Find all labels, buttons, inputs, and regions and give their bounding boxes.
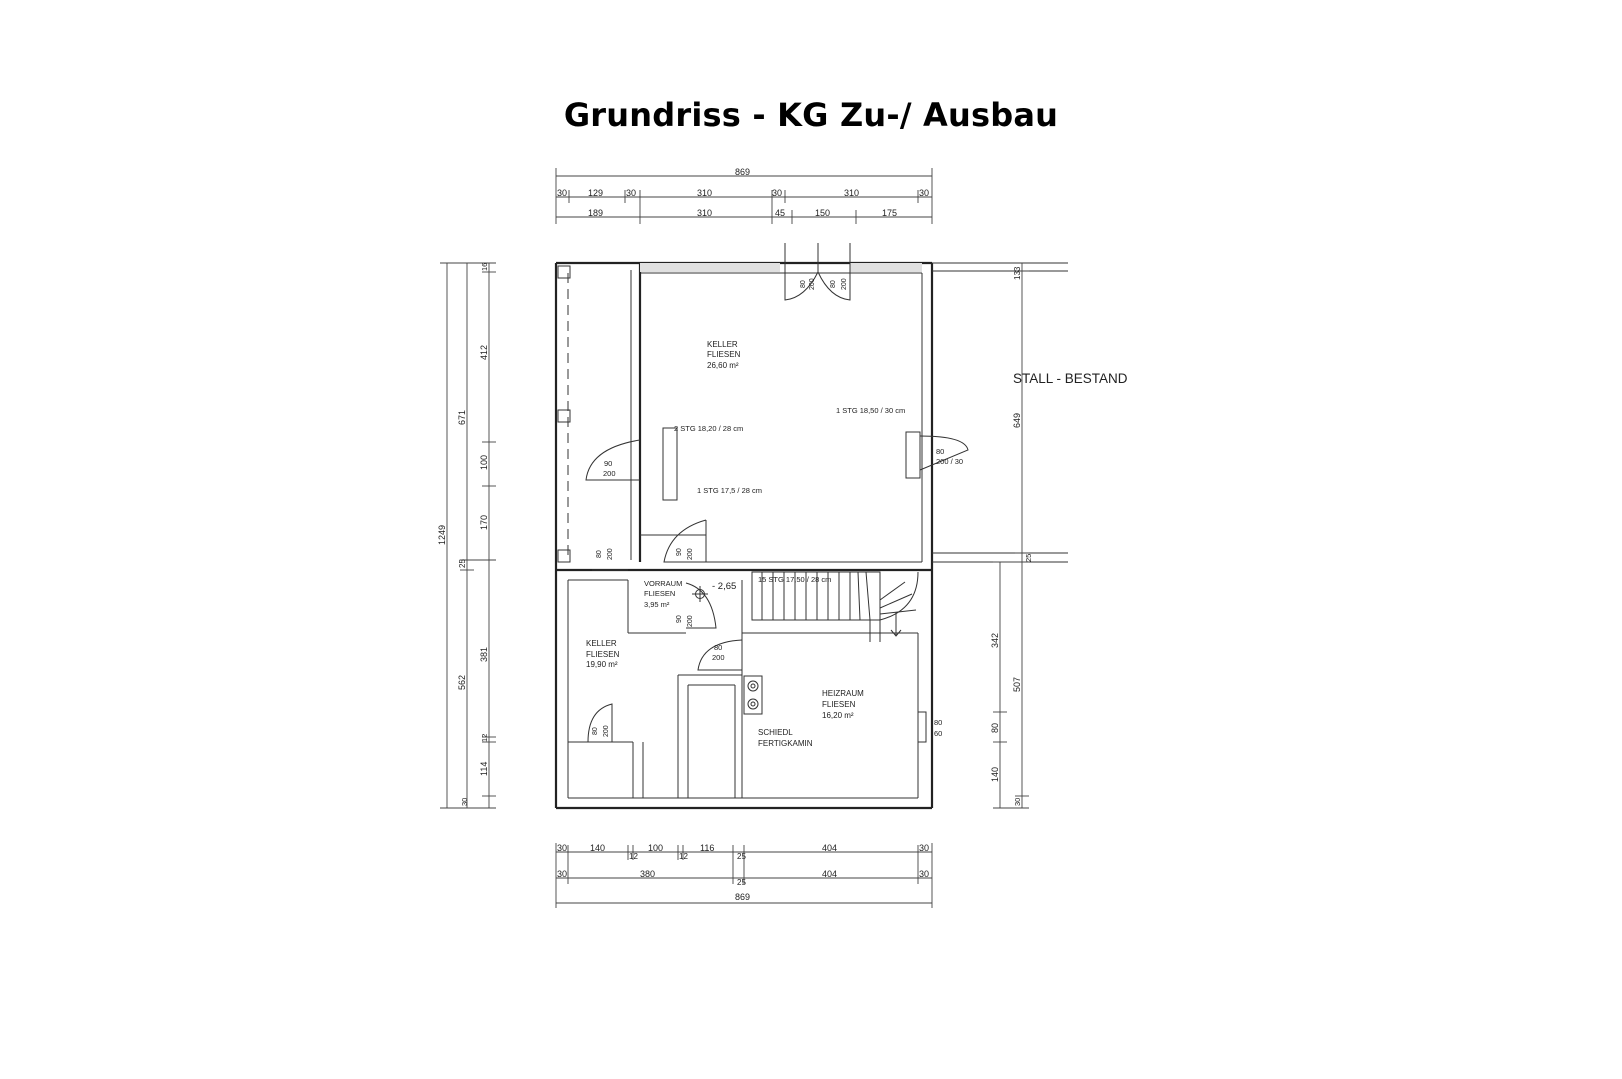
opening-label: 90 [604, 459, 612, 468]
room-keller-top-area: 26,60 m² [707, 361, 739, 370]
dim-label: 25 [458, 559, 467, 568]
opening-label: 90 [676, 548, 683, 556]
dim-label: 869 [735, 892, 750, 902]
dim-label: 189 [588, 208, 603, 218]
doors [585, 243, 969, 743]
opening-label: 80 [714, 643, 722, 652]
room-keller-left-area: 19,90 m² [586, 660, 618, 669]
room-keller-top-name: KELLER [707, 340, 738, 349]
dim-label: 404 [822, 843, 837, 853]
opening-label: 80 [596, 550, 603, 558]
dim-label: 140 [990, 767, 1000, 782]
dim-label: 30 [626, 188, 636, 198]
dim-label: 649 [1012, 413, 1022, 428]
opening-label: 80 [936, 447, 944, 456]
opening-label: 200 [687, 615, 694, 627]
dim-label: 310 [697, 208, 712, 218]
dim-label: 30 [557, 869, 567, 879]
dim-label: 114 [479, 762, 489, 776]
dim-label: 140 [590, 843, 605, 853]
dimension-labels: 869 30 129 30 310 30 310 30 189 310 45 1… [437, 167, 1033, 902]
dim-label: 133 [1013, 266, 1022, 280]
dim-label: 30 [919, 869, 929, 879]
dim-label: 412 [479, 345, 489, 360]
dim-label: 30 [919, 843, 929, 853]
dim-label: 404 [822, 869, 837, 879]
dim-label: 30 [772, 188, 782, 198]
stair-label-mid: 1 STG 17,5 / 28 cm [697, 486, 762, 495]
opening-label: 80 [830, 280, 837, 288]
chimney-label-line1: SCHIEDL [758, 728, 793, 737]
room-keller-left-floor: FLIESEN [586, 650, 620, 659]
dim-label: 30 [1013, 798, 1022, 806]
dim-label: 30 [557, 843, 567, 853]
stair-label-top: 2 STG 18,20 / 28 cm [674, 424, 743, 433]
room-keller-left-name: KELLER [586, 639, 617, 648]
dim-label: 507 [1012, 677, 1022, 692]
room-heizraum-floor: FLIESEN [822, 700, 856, 709]
opening-label: 80 [800, 280, 807, 288]
opening-label: 200 [687, 548, 694, 560]
room-heizraum-area: 16,20 m² [822, 711, 854, 720]
dim-label: 869 [735, 167, 750, 177]
dim-label: 12 [679, 852, 688, 861]
stall-label: STALL - BESTAND [1013, 371, 1128, 386]
dim-label: 80 [990, 723, 1000, 733]
opening-label: 90 [676, 615, 683, 623]
opening-label: 80 [592, 727, 599, 735]
level-marker [692, 586, 708, 602]
dim-label: 30 [460, 798, 469, 806]
dim-label: 1249 [437, 525, 447, 545]
room-vorraum-floor: FLIESEN [644, 589, 675, 598]
dim-label: 25 [737, 878, 746, 887]
dim-label: 30 [557, 188, 567, 198]
dim-label: 25 [1024, 554, 1033, 562]
room-heizraum-name: HEIZRAUM [822, 689, 864, 698]
room-vorraum-area: 3,95 m² [644, 600, 670, 609]
dim-label: 25 [737, 852, 746, 861]
dim-label: 16 [480, 263, 489, 271]
dim-label: 310 [697, 188, 712, 198]
dim-label: 150 [815, 208, 830, 218]
opening-label: 80 [934, 718, 942, 727]
stair-label-main: 15 STG 17,50 / 28 cm [758, 575, 831, 584]
level-label: - 2,65 [712, 581, 736, 592]
room-labels: KELLER FLIESEN 26,60 m² VORRAUM FLIESEN … [586, 340, 1128, 748]
dim-label: 170 [479, 515, 489, 530]
dim-label: 380 [640, 869, 655, 879]
opening-label: 200 [603, 469, 616, 478]
dim-label: 381 [479, 647, 489, 662]
stair-label-right: 1 STG 18,50 / 30 cm [836, 406, 905, 415]
dim-label: 45 [775, 208, 785, 218]
dim-label: 310 [844, 188, 859, 198]
chimney [743, 675, 763, 715]
opening-label: 200 [712, 653, 725, 662]
room-keller-top-floor: FLIESEN [707, 350, 741, 359]
room-vorraum-name: VORRAUM [644, 579, 682, 588]
opening-labels: 80 200 80 200 90 200 80 200 / 30 80 200 … [592, 278, 963, 738]
dim-label: 671 [457, 410, 467, 425]
dim-label: 175 [882, 208, 897, 218]
opening-label: 200 [607, 548, 614, 560]
dim-label: 100 [648, 843, 663, 853]
dim-label: 562 [457, 675, 467, 690]
opening-label: 200 [603, 725, 610, 737]
dimension-lines [440, 168, 1029, 908]
plan-title: Grundriss - KG Zu-/ Ausbau [563, 96, 1059, 134]
opening-label: 200 / 30 [936, 457, 963, 466]
dim-label: 116 [700, 843, 714, 853]
dim-label: 12 [629, 852, 638, 861]
stairs [751, 571, 919, 642]
stair-labels: 2 STG 18,20 / 28 cm 1 STG 18,50 / 30 cm … [674, 406, 905, 592]
opening-label: 60 [934, 729, 942, 738]
dim-label: 129 [588, 188, 603, 198]
opening-label: 200 [809, 278, 816, 290]
chimney-label-line2: FERTIGKAMIN [758, 739, 813, 748]
dim-label: 30 [919, 188, 929, 198]
dim-label: 12 [480, 734, 489, 742]
dim-label: 342 [990, 633, 1000, 648]
dim-label: 100 [479, 455, 489, 470]
opening-label: 200 [841, 278, 848, 290]
